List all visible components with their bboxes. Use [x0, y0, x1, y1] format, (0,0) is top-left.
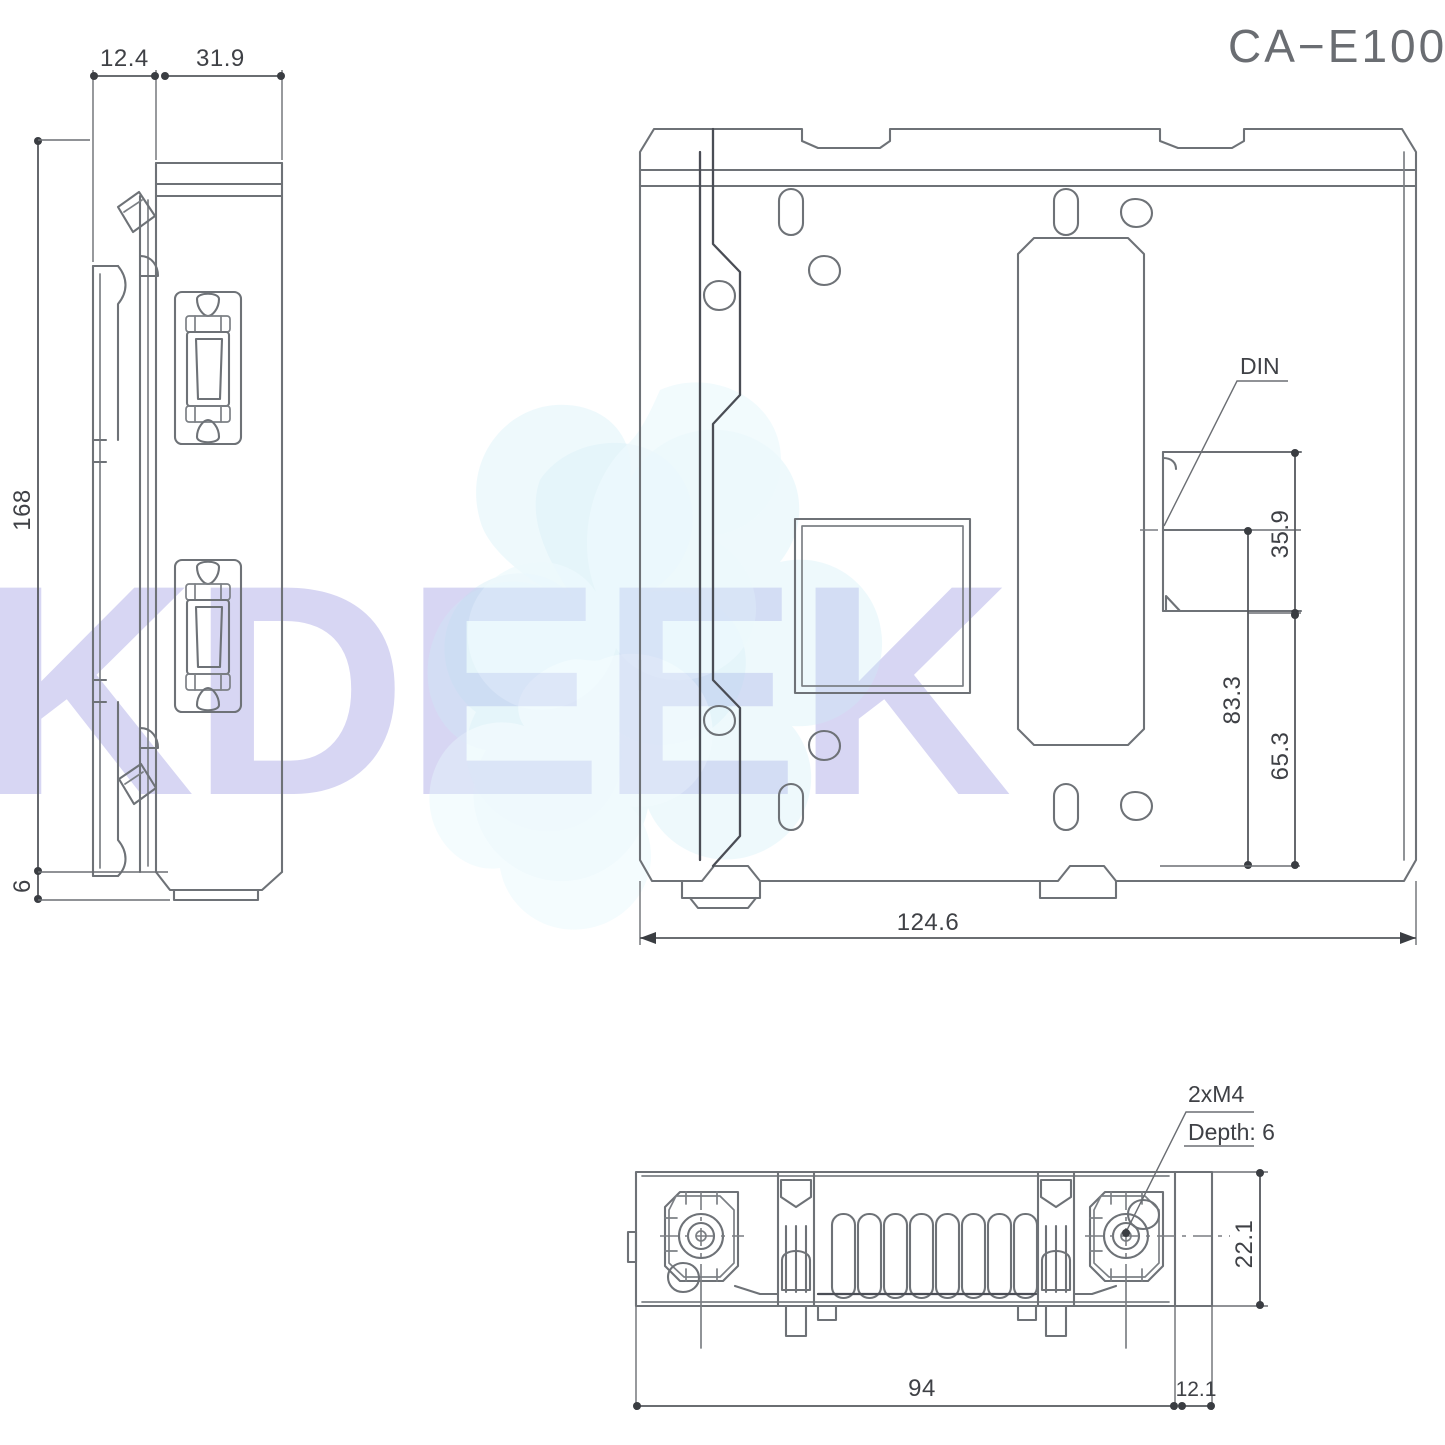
dim-front-width: 124.6	[897, 909, 960, 936]
callout-din-label: DIN	[1240, 353, 1280, 379]
side-view	[91, 161, 284, 902]
dim-front-h-65: 65.3	[1267, 732, 1294, 781]
dim-din-offset: 35.9	[1267, 510, 1294, 559]
dsub-connector-lower	[173, 558, 243, 714]
callout-thread-line1: 2xM4	[1188, 1081, 1244, 1107]
dsub-connector-upper	[173, 290, 243, 446]
side-view-dimensions	[34, 70, 285, 903]
dim-side-height: 168	[9, 489, 36, 531]
front-view	[638, 127, 1418, 910]
dim-bottom-depth: 22.1	[1231, 1220, 1258, 1269]
callout-thread-line2: Depth: 6	[1188, 1119, 1275, 1145]
dim-side-foot: 6	[9, 879, 36, 893]
dim-bottom-edge: 12.1	[1176, 1378, 1217, 1401]
dim-front-h-83: 83.3	[1219, 676, 1246, 725]
m4-screw-left	[660, 1190, 744, 1283]
bottom-view-dimensions	[633, 1111, 1268, 1410]
dim-side-top-1: 12.4	[100, 45, 149, 72]
page-title: CA−E100	[1228, 20, 1445, 72]
heatsink-fins	[830, 1212, 1039, 1300]
front-view-dimensions	[639, 380, 1417, 945]
dim-side-top-2: 31.9	[196, 45, 245, 72]
dim-bottom-width: 94	[908, 1375, 936, 1402]
bottom-view	[626, 1170, 1230, 1349]
